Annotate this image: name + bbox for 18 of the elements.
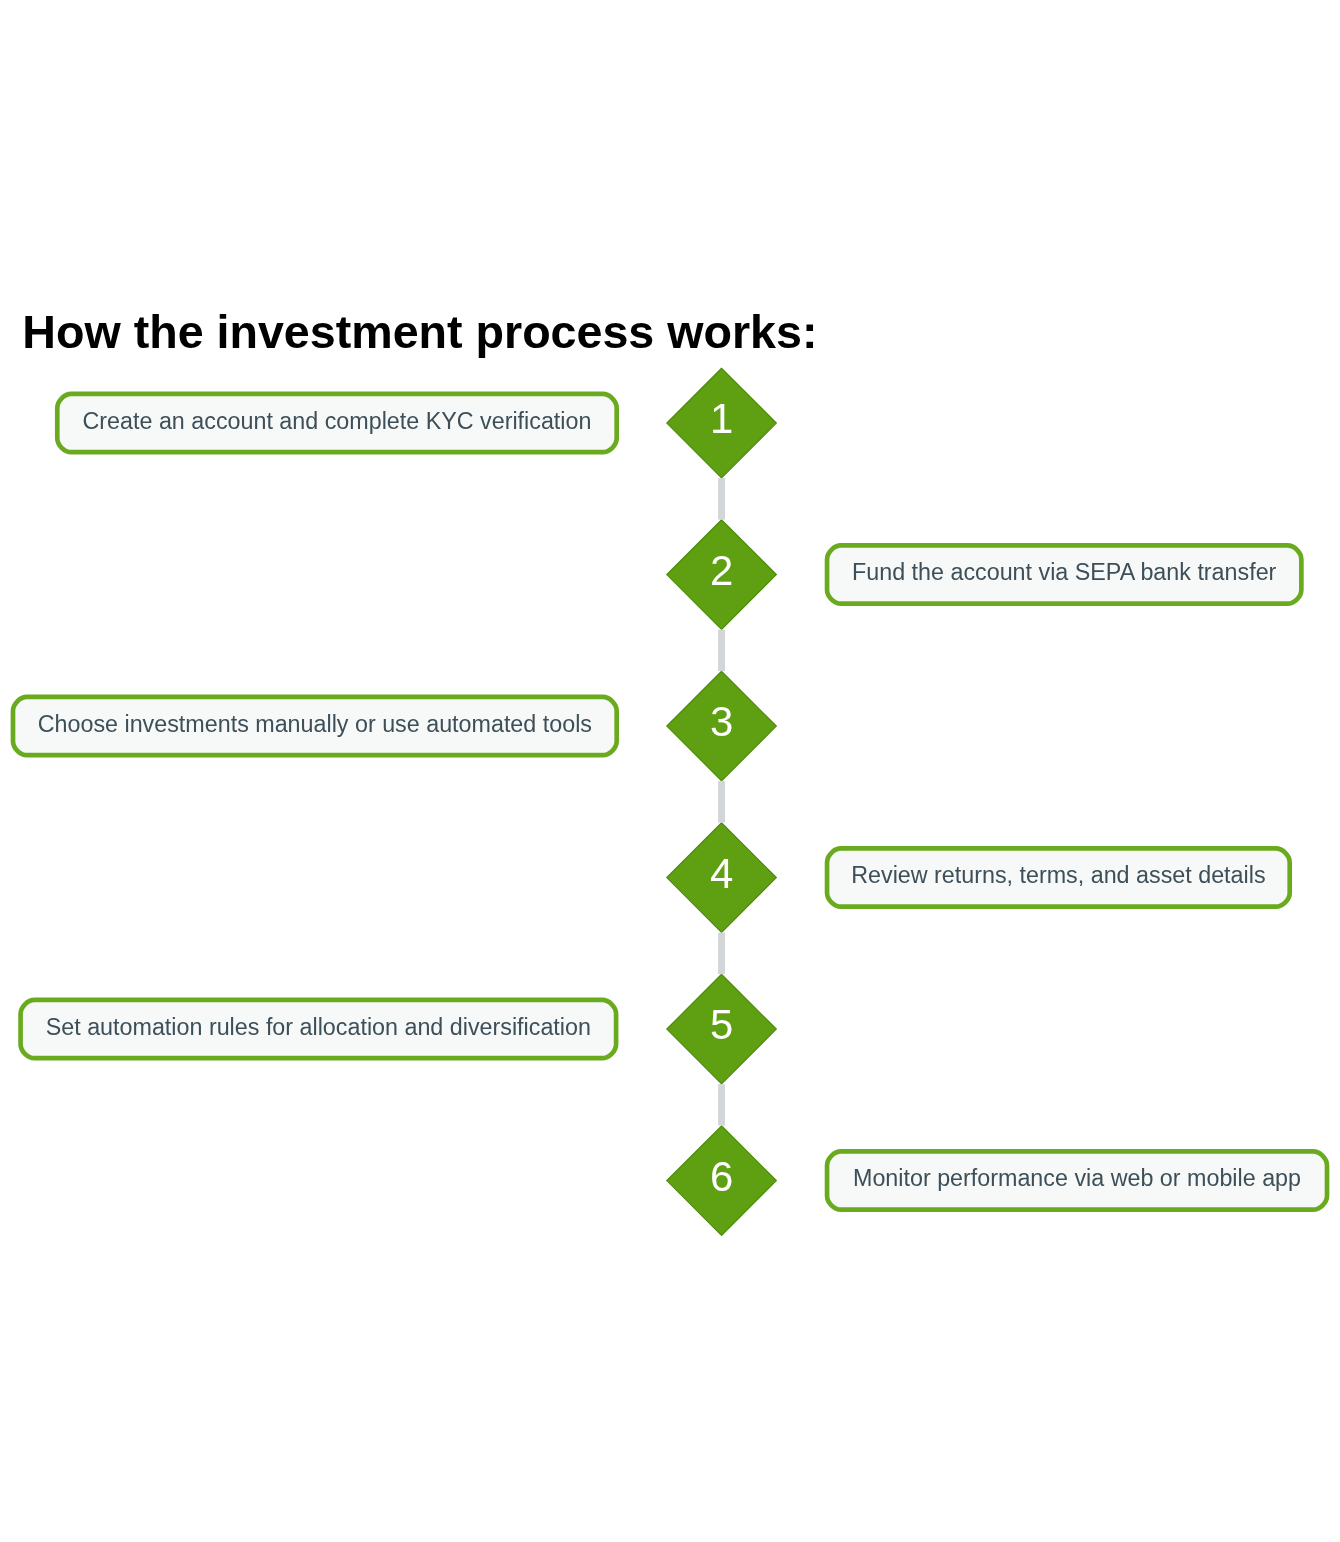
- node-diamond: 1: [665, 366, 778, 479]
- node-box: Choose investments manually or use automated tools: [10, 694, 619, 757]
- node-diamond: 5: [665, 972, 778, 1085]
- node-box: Set automation rules for allocation and diversification: [18, 997, 619, 1060]
- node-box: Monitor performance via web or mobile app: [824, 1148, 1330, 1212]
- connector: [718, 477, 726, 520]
- node-diamond: 6: [665, 1124, 778, 1236]
- connector: [718, 1083, 726, 1126]
- node-diamond: 2: [665, 518, 778, 630]
- node-box: Create an account and complete KYC verification: [54, 391, 619, 454]
- node-diamond: 4: [665, 821, 778, 933]
- node-box: Review returns, terms, and asset details: [824, 845, 1293, 909]
- diagram-title: How the investment process works:: [22, 305, 818, 358]
- connector: [718, 780, 726, 823]
- node-box: Fund the account via SEPA bank transfer: [824, 542, 1304, 606]
- node-diamond: 3: [665, 669, 778, 782]
- connector: [718, 629, 726, 671]
- connector: [718, 932, 726, 974]
